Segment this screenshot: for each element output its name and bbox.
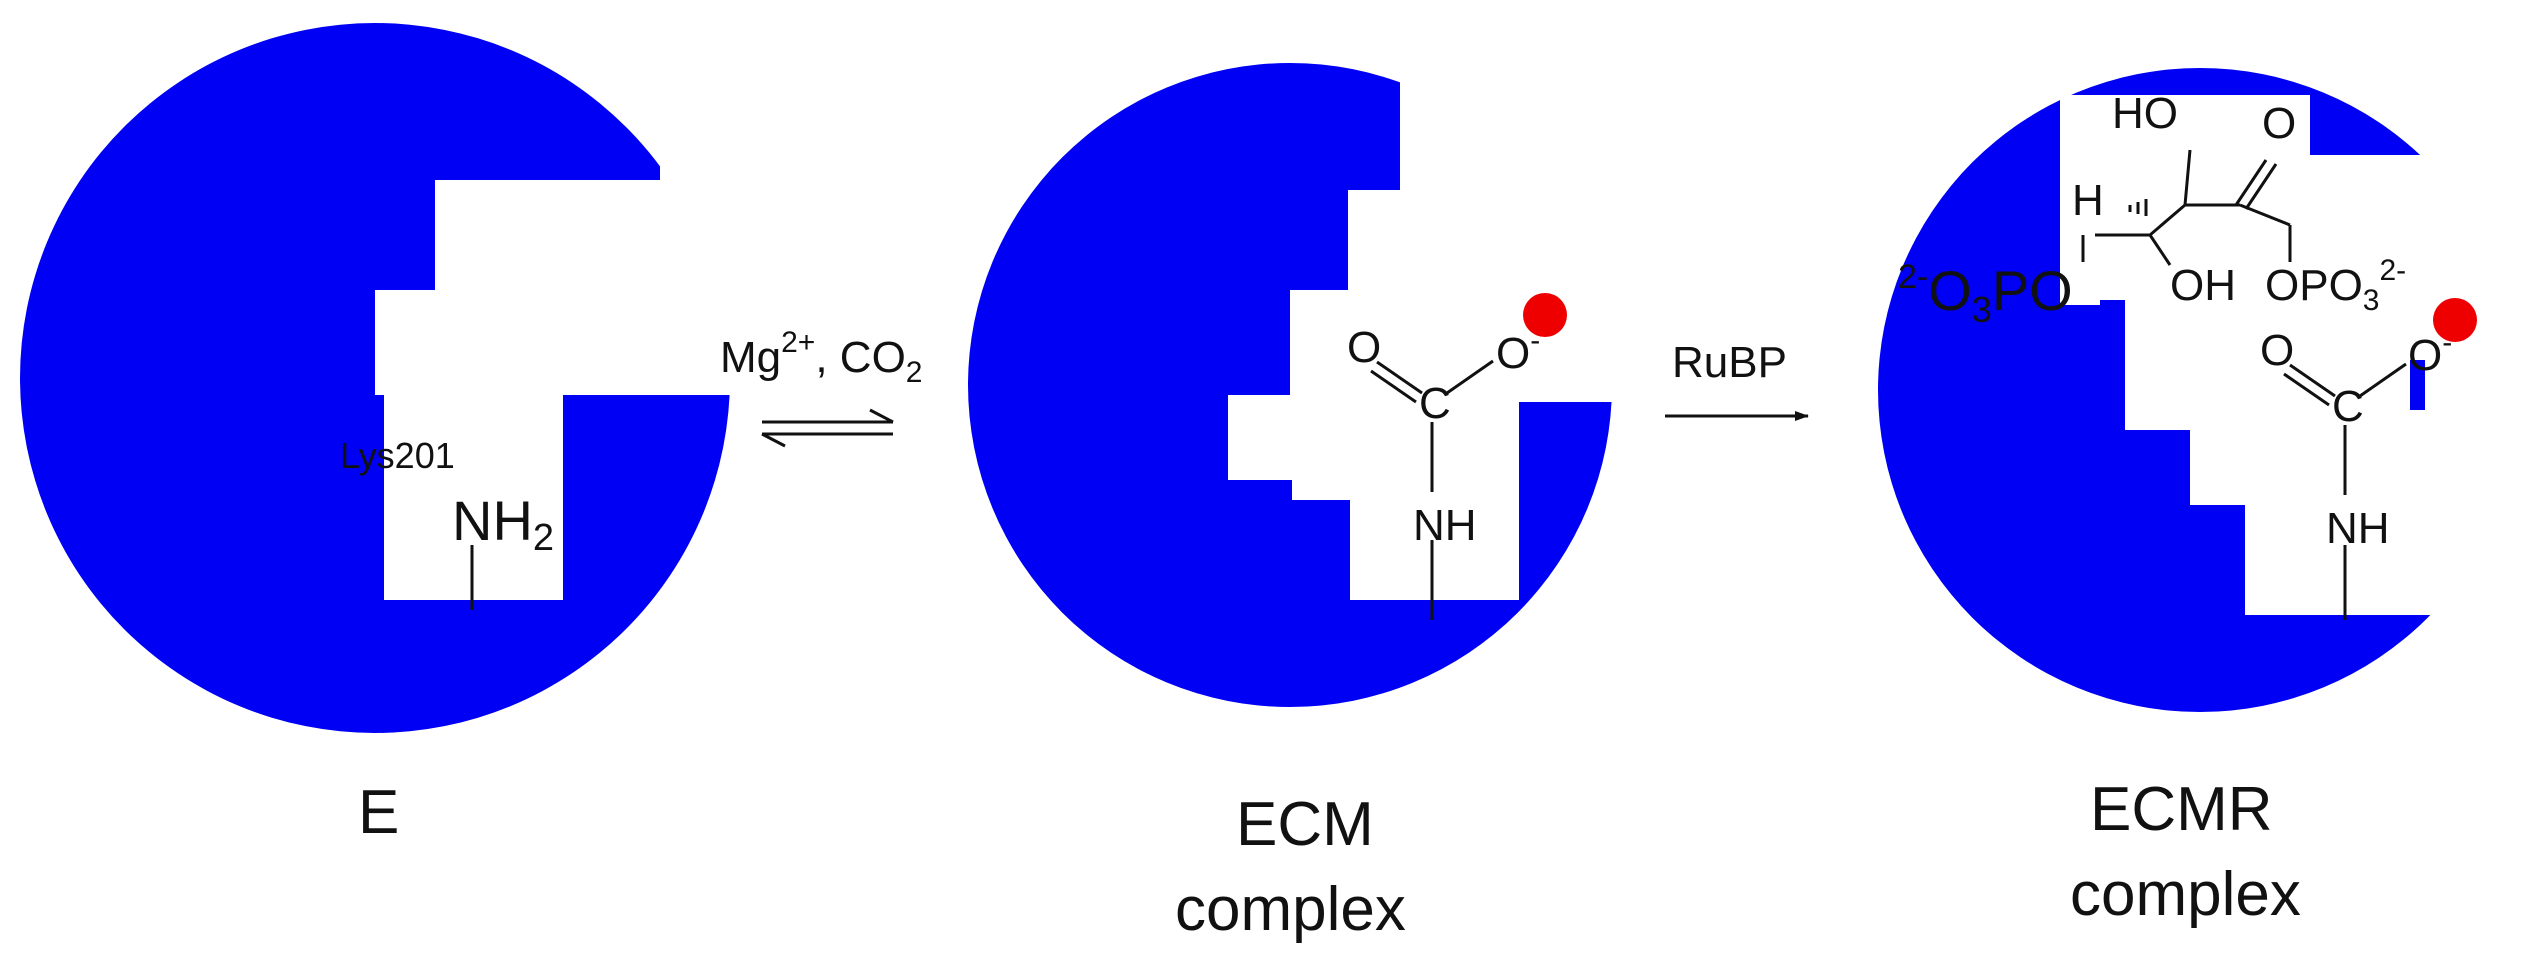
amine-group-label: NH2	[452, 489, 554, 559]
ecm-co-double-bond-1	[1376, 360, 1423, 395]
rubp-ketone-o: O	[2262, 99, 2296, 148]
ecmr-c-o-bond	[2359, 362, 2407, 398]
ecm-oxide: O-	[1496, 324, 1540, 378]
ecm-nh: NH	[1413, 501, 1477, 550]
enzyme-ecmr-left-cut	[2060, 95, 2100, 305]
equilibrium-reverse-barb	[761, 432, 786, 448]
enzyme-ecm: O C O- NH	[968, 55, 1640, 707]
rubp-ketone-bond-2	[2244, 163, 2278, 210]
caption-ecm-line2: complex	[1175, 875, 1406, 944]
enzyme-ecm-pocket	[1228, 190, 1625, 600]
rubp-c5-c6-bond	[2239, 203, 2291, 227]
enzyme-ecm-top-cut	[1348, 55, 1640, 190]
rubp-c3-c4-bond	[2149, 203, 2186, 237]
enzyme-e: Lys201 NH2	[20, 0, 2535, 733]
ecm-co-double-bond-2	[1370, 369, 1417, 404]
enzyme-ecmr-pocket	[2060, 95, 2530, 615]
step1-reagents: Mg2+, CO2	[720, 326, 922, 389]
rubp-oh-bottom-bond	[2148, 234, 2172, 266]
rubp-ketone-bond-1	[2234, 159, 2268, 206]
metal-ion-ecm	[1523, 293, 1567, 337]
ecmr-oxide: O-	[2408, 326, 2452, 380]
ecmr-carbon: C	[2332, 382, 2364, 431]
step2-reagent: RuBP	[1672, 338, 1787, 387]
rubp-h-label: H	[2072, 176, 2104, 225]
caption-ecm-line1: ECM	[1236, 790, 1374, 859]
ecmr-co-double-bond-2	[2283, 372, 2330, 407]
step1-reaction: Mg2+, CO2	[720, 326, 922, 448]
enzyme-e-active-site-pocket	[270, 180, 730, 600]
rubp-oh-top-bond	[2183, 149, 2192, 206]
caption-ecmr-line2: complex	[2070, 860, 2301, 929]
ecm-c-o-bond	[1446, 359, 1494, 395]
metal-ion-ecmr	[2433, 298, 2477, 342]
step2-reaction: RuBP	[1665, 338, 1809, 421]
ecm-carbonyl-o: O	[1347, 323, 1381, 372]
lys201-label: Lys201	[340, 435, 455, 476]
enzyme-ecmr: HO O H OH OPO32- 2-O3PO O C O- NH	[1878, 68, 2535, 712]
ecmr-nh: NH	[2326, 504, 2390, 553]
ecmr-co-double-bond-1	[2289, 363, 2336, 398]
caption-e: E	[358, 778, 399, 847]
rubp-ho-label: HO	[2112, 89, 2178, 138]
equilibrium-forward-barb	[869, 408, 894, 424]
rubp-oh-label: OH	[2170, 261, 2236, 310]
rubp-right-phosphate: OPO32-	[2265, 254, 2406, 317]
ecmr-carbonyl-o: O	[2260, 326, 2294, 375]
caption-ecmr-line1: ECMR	[2090, 775, 2273, 844]
ecm-carbon: C	[1419, 379, 1451, 428]
rubp-left-phosphate: 2-O3PO	[1898, 258, 2073, 330]
